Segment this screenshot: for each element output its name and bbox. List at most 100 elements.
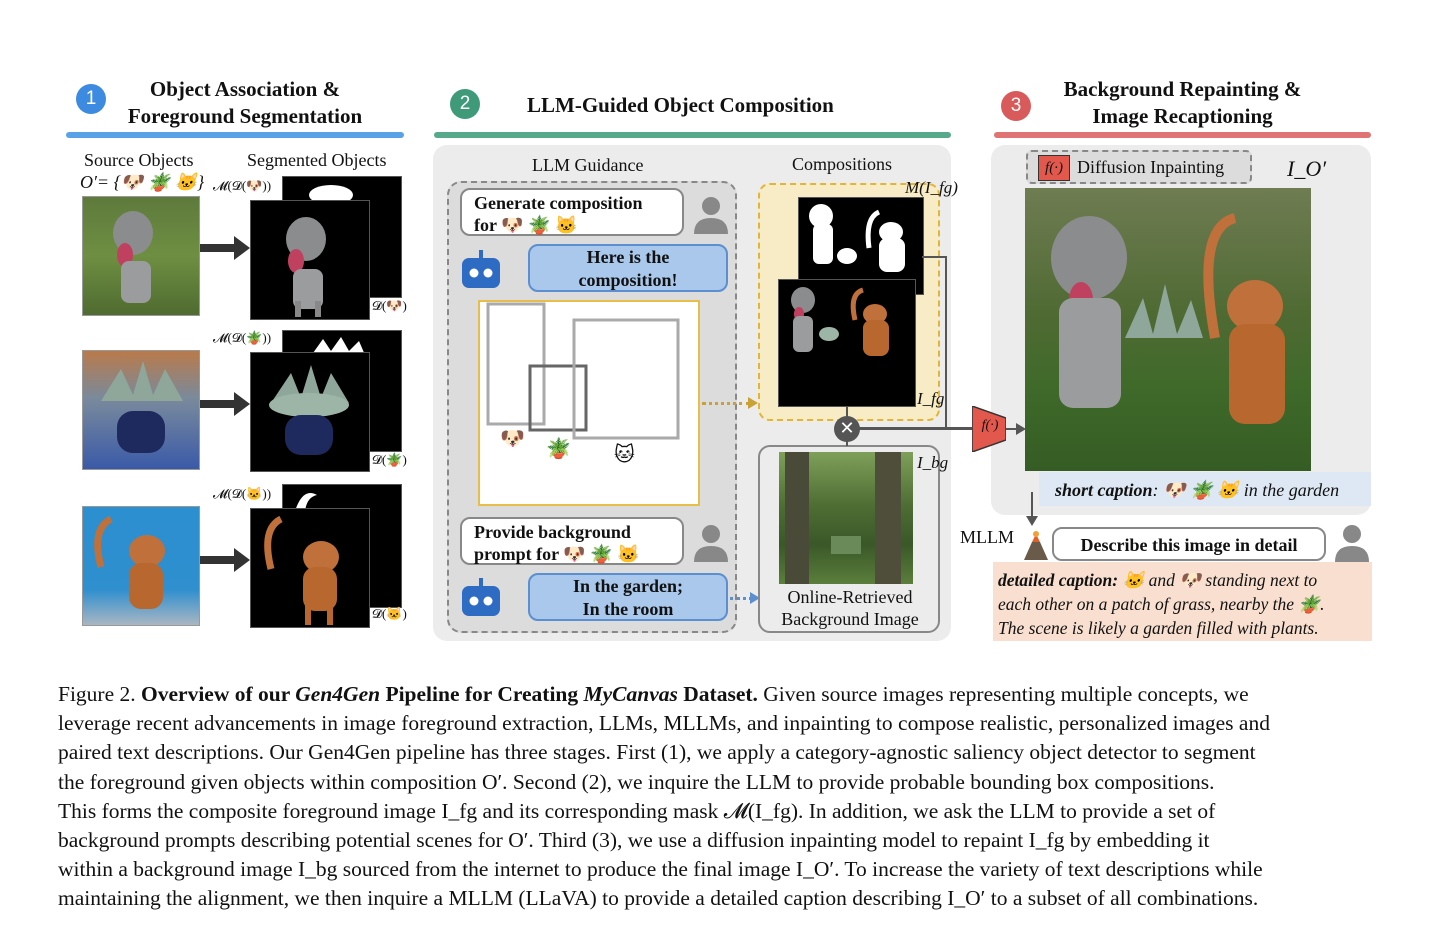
detailed-caption-line3: The scene is likely a garden filled with… — [998, 618, 1319, 638]
stage-1-title-line1: Object Association & — [149, 77, 341, 101]
caption-line-1: Figure 2. Overview of our Gen4Gen Pipeli… — [58, 680, 1378, 709]
segmented-dog — [250, 200, 370, 320]
mask-label-dog: 𝓜(𝓓(🐶)) — [213, 178, 272, 193]
caption-title-gen: Gen4Gen — [295, 682, 381, 706]
stage-2-title: LLM-Guided Object Composition — [527, 93, 834, 117]
stage-3-title-line1: Background Repainting & — [1063, 77, 1302, 101]
mask-plant-shape — [313, 337, 365, 355]
source-plant-photo — [82, 350, 200, 470]
user-message-composition-line2: for 🐶 🪴 🐱 — [474, 215, 578, 235]
segmented-plant-drawing — [269, 365, 349, 455]
stage-3-title-line2: Image Recaptioning — [1092, 104, 1273, 128]
mask-cat-shape — [295, 493, 317, 511]
user-message-background-line1: Provide background — [474, 522, 631, 542]
figure-caption: Figure 2. Overview of our Gen4Gen Pipeli… — [58, 680, 1378, 914]
dotted-arrow-background-head — [750, 592, 760, 604]
arrow-to-mllm — [1031, 492, 1033, 518]
f-function-label: f(·) — [981, 418, 999, 433]
dotted-arrow-background — [730, 597, 752, 600]
arrow-to-output-head — [1016, 423, 1026, 435]
robot-icon-2 — [462, 578, 500, 616]
background-label: I_bg — [917, 453, 949, 472]
output-label: I_O′ — [1287, 156, 1327, 181]
caption-line-7: within a background image I_bg sourced f… — [58, 857, 1263, 882]
source-dog-drawing — [113, 211, 153, 303]
detailed-caption-line1-text: 🐱 and 🐶 standing next to — [1118, 570, 1318, 590]
caption-line-4: the foreground given objects within comp… — [58, 769, 1215, 794]
short-caption-text: : 🐶 🪴 🐱 in the garden — [1152, 480, 1340, 500]
caption-title-b: Pipeline for Creating — [385, 682, 579, 706]
line-mask-right — [922, 256, 946, 258]
stage-2-bar — [434, 132, 951, 138]
source-plant-drawing — [101, 361, 183, 453]
caption-line-5: This forms the composite foreground imag… — [58, 798, 1216, 823]
stage-1-bar — [66, 132, 404, 138]
background-caption-line2: Background Image — [781, 609, 919, 629]
dotted-arrow-composition-head — [748, 397, 758, 409]
stage-3-badge: 3 — [1001, 91, 1031, 121]
detailed-caption-line1: detailed caption: 🐱 and 🐶 standing next … — [998, 568, 1325, 592]
bot-message-composition: Here is the composition! — [528, 244, 728, 292]
mllm-label: MLLM — [960, 527, 1014, 547]
dotted-arrow-composition — [702, 402, 750, 405]
caption-line-3: paired text descriptions. Our Gen4Gen pi… — [58, 740, 1256, 765]
combine-icon: ✕ — [834, 416, 860, 442]
describe-prompt-bubble: Describe this image in detail — [1052, 527, 1326, 561]
diffusion-f-icon: f(·) — [1038, 155, 1070, 181]
arrow-dog — [200, 236, 250, 260]
stage-3-bar — [994, 132, 1371, 138]
bounding-boxes — [486, 302, 680, 440]
segmented-dog-drawing — [286, 217, 326, 317]
background-image — [779, 452, 913, 584]
caption-line-1-text: Given source images representing multipl… — [763, 682, 1249, 706]
mask-label-cat: 𝓜(𝓓(🐱)) — [213, 486, 272, 501]
background-image-drawing — [785, 452, 901, 584]
caption-line-6: background prompts describing potential … — [58, 828, 1210, 853]
segmented-plant — [250, 352, 370, 472]
bot-message-composition-line2: composition! — [578, 270, 678, 290]
user-message-background: Provide background prompt for 🐶 🪴 🐱 — [460, 517, 684, 565]
box-emoji-plant: 🪴 — [546, 436, 571, 460]
detailed-caption: detailed caption: 🐱 and 🐶 standing next … — [998, 568, 1325, 640]
source-dog-photo — [82, 196, 200, 316]
caption-title-my: MyCanvas — [583, 682, 678, 706]
compositions-label: Compositions — [792, 154, 893, 174]
user-message-composition: Generate composition for 🐶 🪴 🐱 — [460, 188, 684, 236]
d-label-cat: 𝓓(🐱) — [372, 606, 407, 621]
llm-guidance-label: LLM Guidance — [532, 155, 644, 175]
output-image — [1025, 188, 1311, 471]
output-image-drawing — [1051, 213, 1285, 424]
stage-2-badge: 2 — [450, 89, 480, 119]
robot-icon-1 — [462, 250, 500, 288]
segmented-cat — [250, 508, 370, 628]
line-to-f — [848, 427, 972, 430]
bot-message-composition-line1: Here is the — [586, 247, 670, 267]
detailed-caption-box — [993, 562, 1372, 641]
short-caption-box — [1039, 472, 1371, 506]
composition-mask — [798, 197, 924, 295]
volcano-icon — [1024, 531, 1048, 560]
user-message-composition-line1: Generate composition — [474, 193, 643, 213]
detailed-caption-prefix: detailed caption: — [998, 570, 1119, 590]
arrow-plant — [200, 392, 250, 416]
bot-message-background: In the garden; In the room — [528, 573, 728, 621]
bot-message-background-line1: In the garden; — [572, 576, 683, 596]
stage-3-title: Background Repainting & Image Recaptioni… — [1030, 76, 1335, 130]
user-icon-1 — [694, 197, 728, 234]
caption-line-2: leverage recent advancements in image fo… — [58, 711, 1270, 736]
source-objects-label: Source Objects — [84, 150, 194, 170]
short-caption: short caption: 🐶 🪴 🐱 in the garden — [1055, 479, 1339, 501]
d-label-plant: 𝓓(🪴) — [372, 452, 407, 467]
caption-title: Overview of our Gen4Gen Pipeline for Cre… — [141, 682, 758, 706]
bounding-box-canvas: 🐶 🪴 🐱 — [478, 300, 700, 506]
stage-1-badge: 1 — [76, 84, 106, 114]
box-emoji-dog: 🐶 — [500, 426, 525, 450]
arrow-cat — [200, 548, 250, 572]
bot-message-background-line2: In the room — [582, 599, 674, 619]
arrow-to-output — [1006, 428, 1018, 430]
detailed-caption-line2: each other on a patch of grass, nearby t… — [998, 594, 1325, 614]
composition-foreground-drawing — [791, 287, 889, 356]
composition-foreground — [778, 279, 916, 407]
caption-title-c: Dataset. — [683, 682, 758, 706]
background-caption: Online-Retrieved Background Image — [762, 586, 938, 630]
